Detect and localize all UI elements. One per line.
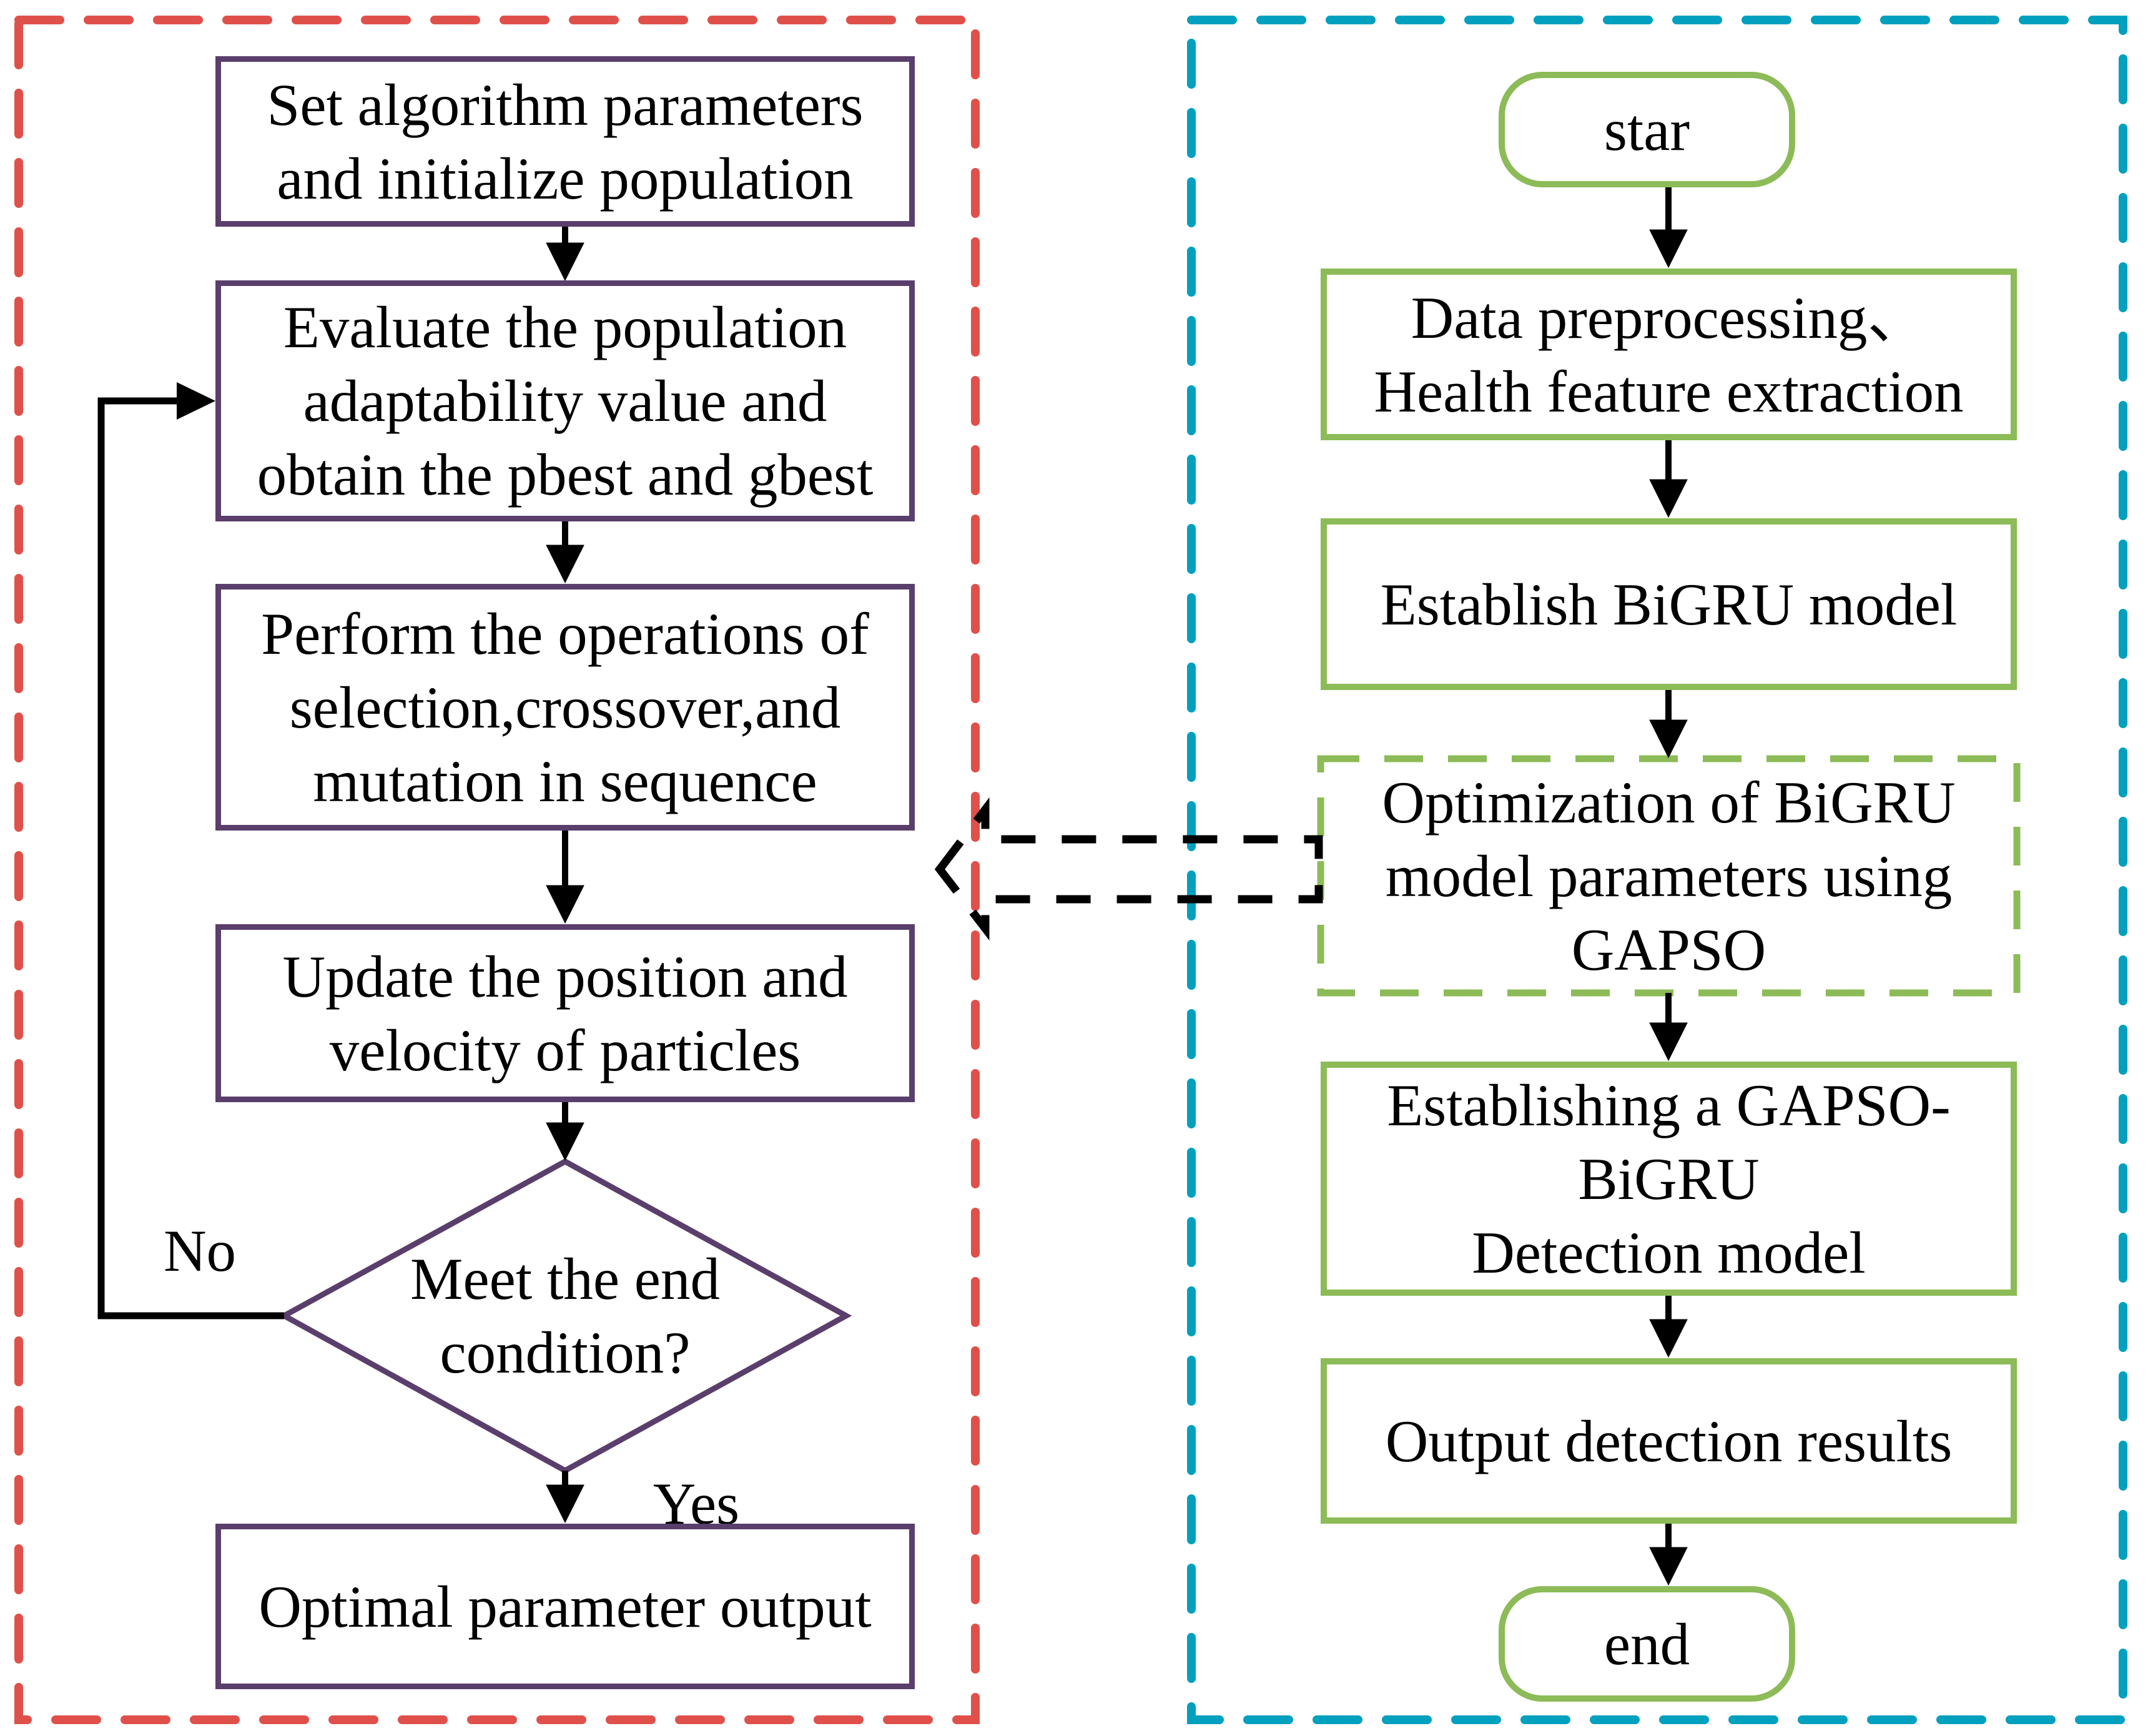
- arrow-preprocessing-to-establish: [1649, 440, 1688, 518]
- flow-node-set-parameters: Set algorithm parameters and initialize …: [215, 56, 915, 227]
- arrow-update-to-decision: [546, 1102, 584, 1161]
- arrow-evaluate-to-perform: [546, 521, 584, 584]
- arrow-results-to-end: [1649, 1524, 1688, 1586]
- arrow-init-to-evaluate: [546, 227, 584, 282]
- arrow-perform-to-update: [546, 831, 584, 924]
- arrow-optimization-to-gapsobigru: [1649, 993, 1688, 1062]
- flow-node-data-preprocessing: Data preprocessing、 Health feature extra…: [1321, 269, 2017, 440]
- arrow-gapsobigru-to-results: [1649, 1296, 1688, 1358]
- flow-node-selection-crossover-mutation: Perform the operations of selection,cros…: [215, 584, 915, 831]
- gapso-panel-border: [14, 16, 980, 1724]
- no-loop-arrowhead: [177, 382, 215, 420]
- flow-node-establish-bigru: Establish BiGRU model: [1321, 518, 2017, 690]
- arrow-start-to-preprocessing: [1649, 187, 1688, 269]
- decision-diamond-label: Meet the end condition?: [410, 1246, 720, 1386]
- decision-no-loop: [97, 382, 284, 1319]
- decision-no-label: No: [163, 1217, 237, 1284]
- optimization-box-border: [1317, 755, 2021, 997]
- flow-node-gapso-bigru-detection-model: Establishing a GAPSO- BiGRU Detection mo…: [1321, 1062, 2017, 1296]
- flow-node-evaluate-population: Evaluate the population adaptability val…: [215, 280, 915, 521]
- arrow-establish-to-optimization: [1649, 690, 1688, 759]
- flow-node-start: star: [1499, 72, 1795, 187]
- flow-node-optimization-gapso: Optimization of BiGRU model parameters u…: [1382, 769, 1956, 983]
- flow-node-optimal-parameter-output: Optimal parameter output: [215, 1524, 915, 1689]
- arrow-decision-yes-to-output: [546, 1471, 584, 1524]
- flow-node-update-position-velocity: Update the position and velocity of part…: [215, 924, 915, 1102]
- flow-node-end: end: [1499, 1586, 1795, 1702]
- gapso-link-block-arrow: [934, 797, 1323, 941]
- flow-node-output-detection-results: Output detection results: [1321, 1358, 2017, 1524]
